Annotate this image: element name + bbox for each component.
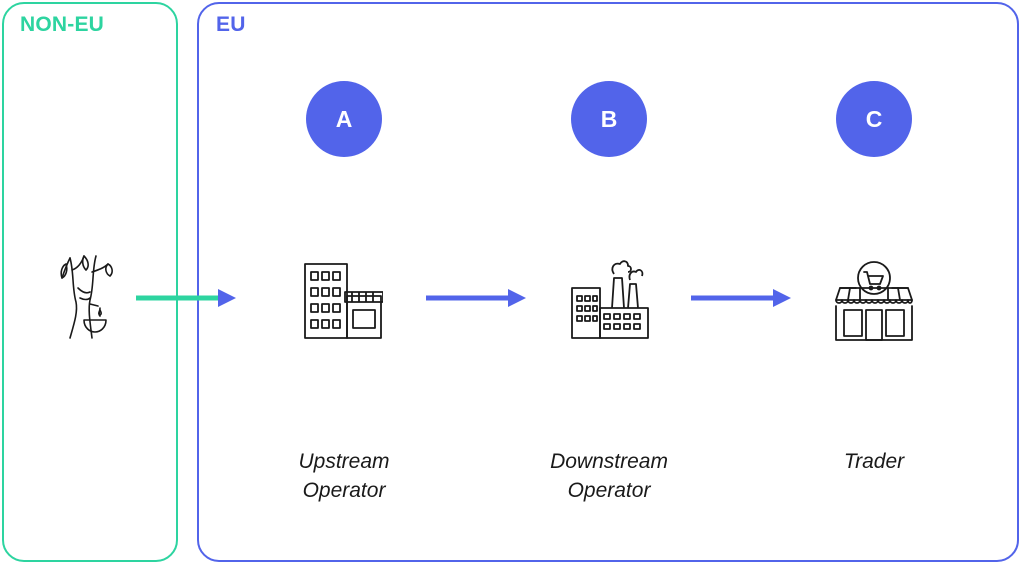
factory-icon <box>571 260 649 339</box>
stage-c-label-line1: Trader <box>843 450 905 473</box>
stage-a-label: Upstream Operator <box>249 447 439 505</box>
stage-a-label-line1: Upstream <box>298 450 390 473</box>
stage-a-badge: A <box>306 81 382 157</box>
arrow-a-to-b <box>426 289 526 307</box>
stage-a-label-line2: Operator <box>302 479 386 502</box>
stage-b-label: Downstream Operator <box>514 447 704 505</box>
eu-label: EU <box>216 13 246 36</box>
eu-region <box>197 2 1019 562</box>
non-eu-label: NON-EU <box>20 13 105 36</box>
arrow-b-to-c <box>691 289 791 307</box>
stage-c-label: Trader <box>779 447 969 476</box>
office-building-shop-icon <box>304 263 383 339</box>
stage-b-label-line2: Operator <box>567 479 651 502</box>
stage-b-badge: B <box>571 81 647 157</box>
stage-c-badge: C <box>836 81 912 157</box>
stage-b-label-line1: Downstream <box>550 450 668 473</box>
storefront-cart-icon <box>835 261 913 341</box>
non-eu-region <box>2 2 178 562</box>
arrow-noneu-to-a <box>136 289 236 307</box>
tree-sap-bowl-icon <box>60 255 113 339</box>
